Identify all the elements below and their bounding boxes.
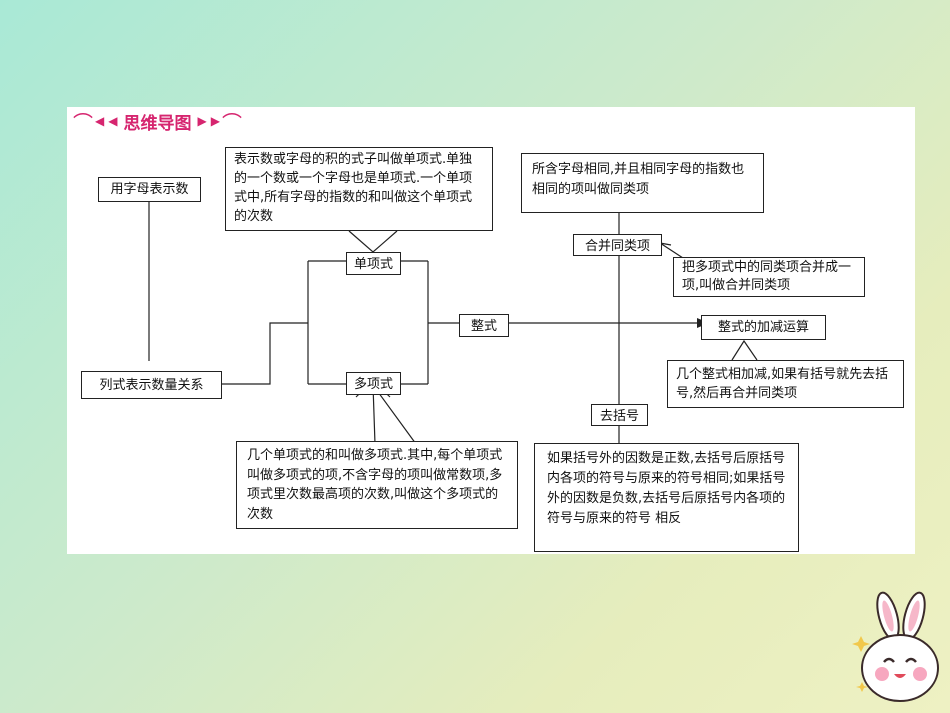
curl-right-icon: ⌒ — [221, 110, 242, 135]
node-expr: 列式表示数量关系 — [81, 371, 222, 399]
curl-left-icon: ⌒ — [73, 110, 93, 135]
note-like-terms: 所含字母相同,并且相同字母的指数也相同的项叫做同类项 — [521, 153, 764, 213]
note-monomial: 表示数或字母的积的式子叫做单项式.单独的一个数或一个字母也是单项式.一个单项式中… — [225, 147, 493, 231]
note-add-sub: 几个整式相加减,如果有括号就先去括号,然后再合并同类项 — [667, 360, 904, 408]
node-integral: 整式 — [459, 314, 509, 337]
header-title: 思维导图 — [123, 113, 192, 134]
chevron-right-icon: ▶ — [210, 114, 220, 128]
node-polynomial: 多项式 — [346, 372, 401, 395]
mind-map-header: ⌒ ◀ ◀ 思维导图 ▶ ▶ ⌒ — [73, 109, 242, 135]
note-combine: 把多项式中的同类项合并成一项,叫做合并同类项 — [673, 257, 865, 297]
node-letters: 用字母表示数 — [98, 177, 201, 202]
connector-lines — [148, 202, 758, 445]
chevron-left-icon: ◀ — [108, 114, 118, 128]
node-remove-brackets: 去括号 — [591, 404, 648, 426]
bunny-mascot-icon — [852, 591, 939, 702]
note-remove-brackets: 如果括号外的因数是正数,去括号后原括号内各项的符号与原来的符号相同;如果括号外的… — [534, 443, 799, 552]
chevron-left-icon: ◀ — [95, 114, 105, 128]
mind-map-panel: ⌒ ◀ ◀ 思维导图 ▶ ▶ ⌒ 用字母表示数 列式表示数量关系 表示数或字母的… — [67, 107, 915, 554]
note-polynomial: 几个单项式的和叫做多项式.其中,每个单项式叫做多项式的项,不含字母的项叫做常数项… — [236, 441, 518, 529]
node-combine-like-terms: 合并同类项 — [573, 234, 662, 256]
node-monomial: 单项式 — [346, 252, 401, 275]
chevron-right-icon: ▶ — [197, 114, 207, 128]
node-add-sub: 整式的加减运算 — [701, 315, 826, 340]
